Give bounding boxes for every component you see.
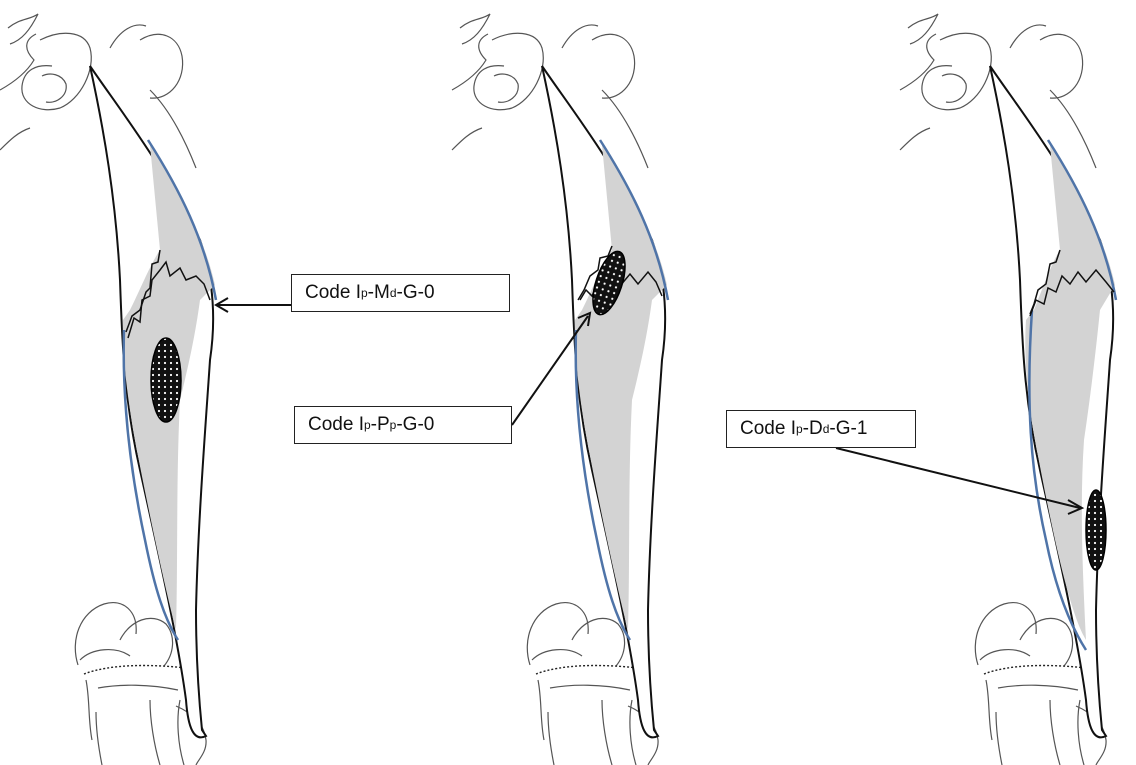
code-label-2-prefix: Code I	[308, 414, 364, 436]
arrow-1	[216, 298, 291, 312]
code-label-3-mid: -D	[803, 418, 823, 440]
code-label-3-suffix: -G-1	[829, 418, 867, 440]
code-label-1-suffix: -G-0	[397, 282, 435, 304]
lesion	[1086, 490, 1106, 570]
code-label-2-suffix: -G-0	[396, 414, 434, 436]
panel-1	[0, 14, 216, 765]
code-label-3-prefix: Code I	[740, 418, 796, 440]
code-label-1-prefix: Code I	[305, 282, 361, 304]
panel-2	[452, 14, 668, 765]
panel-3	[900, 14, 1116, 765]
code-label-1-mid: -M	[368, 282, 390, 304]
lesion	[151, 338, 181, 422]
code-label-2-mid: -P	[371, 414, 390, 436]
